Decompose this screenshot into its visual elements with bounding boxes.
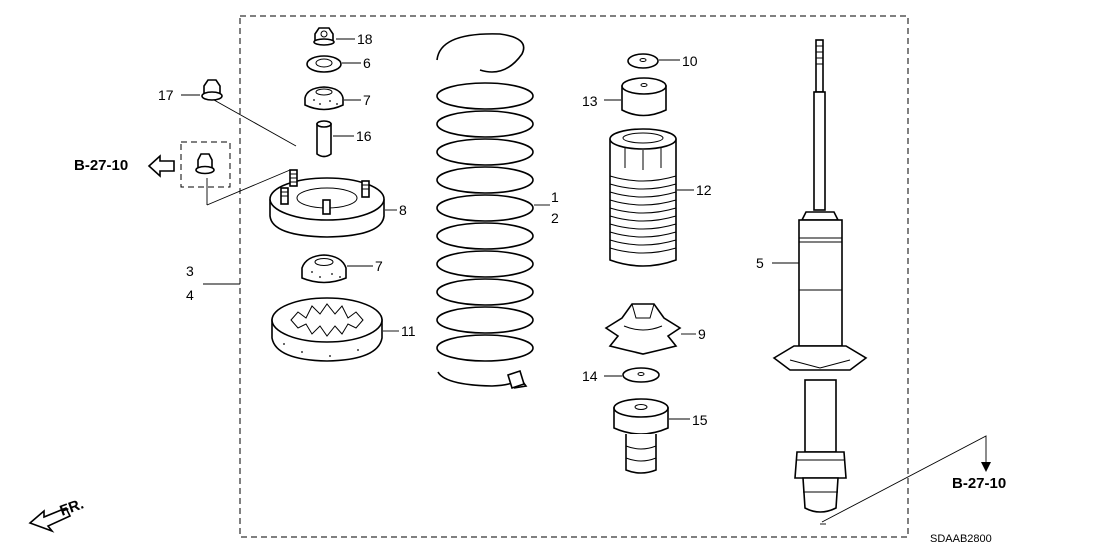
part-7-upper-bushing[interactable]	[304, 86, 344, 111]
part-alternate-nut[interactable]	[195, 153, 215, 175]
part-14-washer[interactable]	[622, 367, 660, 383]
label-6: 6	[363, 55, 371, 71]
part-11-spring-seat[interactable]	[271, 297, 383, 362]
label-8: 8	[399, 202, 407, 218]
label-4: 4	[186, 287, 194, 303]
part-6-washer[interactable]	[306, 55, 342, 73]
ref-arrow-left-icon	[147, 154, 175, 178]
part-17-flange-nut[interactable]	[201, 79, 223, 101]
drawing-code: SDAAB2800	[930, 533, 992, 545]
label-13: 13	[582, 93, 598, 109]
label-5: 5	[756, 255, 764, 271]
label-1: 1	[551, 189, 559, 205]
label-11: 11	[401, 323, 416, 339]
label-14: 14	[582, 368, 598, 384]
ref-left-b-27-10[interactable]: B-27-10	[74, 157, 128, 174]
label-18: 18	[357, 31, 373, 47]
alternate-nut-box	[180, 141, 231, 188]
ref-arrow-down-icon	[981, 462, 991, 472]
assembly-boundary	[239, 15, 909, 538]
label-17: 17	[158, 87, 174, 103]
label-15: 15	[692, 412, 708, 428]
part-1-2-coil-spring[interactable]	[436, 33, 534, 390]
part-7-lower-bushing[interactable]	[301, 254, 347, 284]
part-16-collar[interactable]	[316, 120, 332, 158]
label-7-lower: 7	[375, 258, 383, 274]
label-9: 9	[698, 326, 706, 342]
part-10-washer[interactable]	[627, 53, 659, 69]
part-18-nut[interactable]	[313, 27, 335, 46]
part-9-spring-seat[interactable]	[604, 303, 682, 355]
part-15-bump-stop[interactable]	[613, 398, 669, 474]
part-12-dust-boot[interactable]	[609, 128, 677, 267]
part-13-bump-rubber[interactable]	[621, 77, 667, 117]
label-12: 12	[696, 182, 712, 198]
front-label: FR.	[58, 496, 87, 520]
label-16: 16	[356, 128, 372, 144]
label-10: 10	[682, 53, 698, 69]
label-7-upper: 7	[363, 92, 371, 108]
part-5-shock-absorber[interactable]	[772, 39, 868, 513]
part-8-upper-mount[interactable]	[269, 169, 385, 238]
ref-right-b-27-10[interactable]: B-27-10	[952, 475, 1006, 492]
label-3: 3	[186, 263, 194, 279]
label-2: 2	[551, 210, 559, 226]
front-direction-arrow-icon	[28, 506, 72, 533]
